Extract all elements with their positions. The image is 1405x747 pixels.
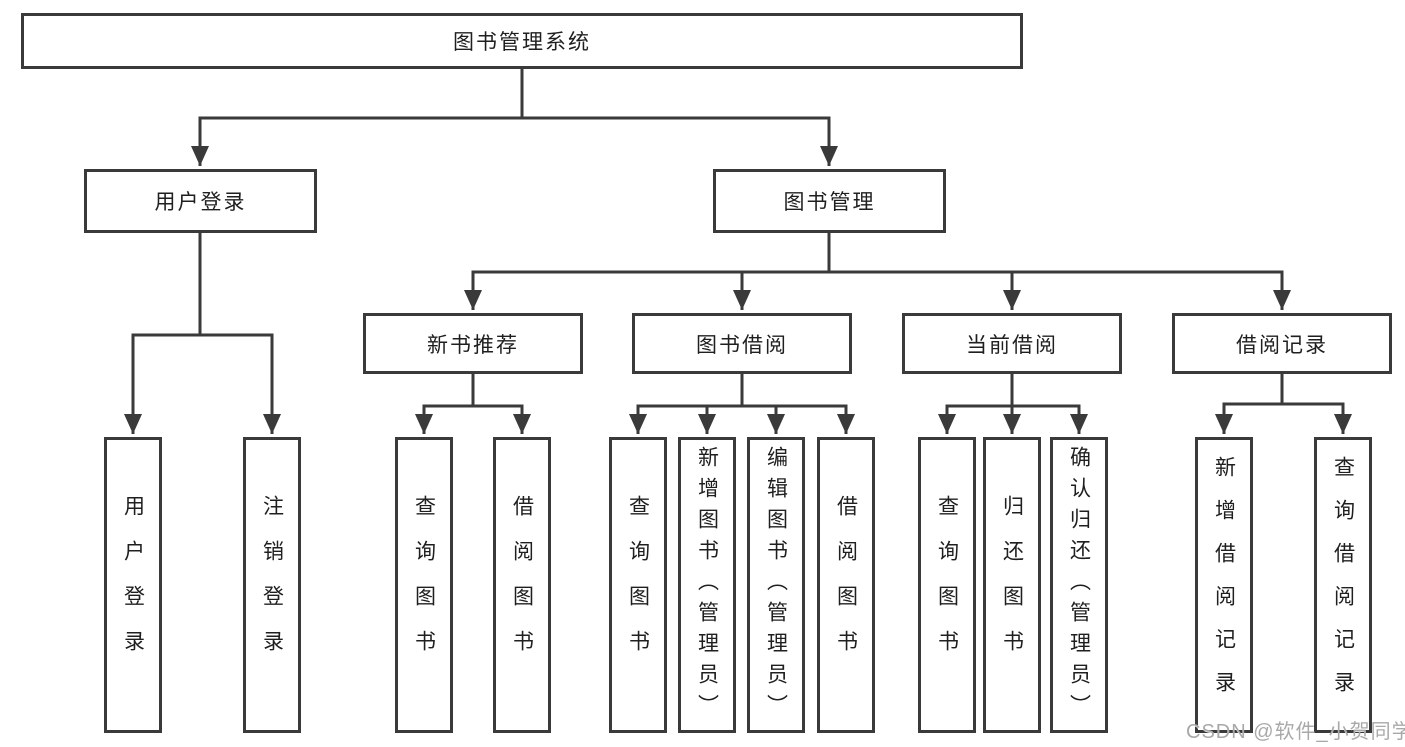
node-leaf-br-add-record: 新增借阅记录 (1195, 437, 1253, 733)
node-leaf-nbr-query-books-label: 查询图书 (412, 495, 436, 675)
node-leaf-cb-query-books: 查询图书 (918, 437, 976, 733)
node-leaf-logout: 注销登录 (243, 437, 301, 733)
node-leaf-bb-query-books: 查询图书 (609, 437, 667, 733)
node-leaf-nbr-borrow-books: 借阅图书 (493, 437, 551, 733)
node-leaf-bb-add-books-admin-label: 新增图书（管理员） (695, 445, 719, 725)
node-leaf-br-add-record-label: 新增借阅记录 (1212, 456, 1236, 714)
node-leaf-br-query-record-label: 查询借阅记录 (1331, 456, 1355, 714)
node-root: 图书管理系统 (21, 13, 1023, 69)
node-current-borrow: 当前借阅 (902, 313, 1122, 374)
csdn-watermark: CSDN @软件_小贺同学 (1186, 721, 1405, 743)
node-current-borrow-label: 当前借阅 (966, 333, 1058, 357)
node-leaf-bb-borrow-books-label: 借阅图书 (834, 495, 858, 675)
node-leaf-nbr-query-books: 查询图书 (395, 437, 453, 733)
node-leaf-cb-confirm-return-admin-label: 确认归还（管理员） (1067, 445, 1091, 725)
node-book-mgmt-label: 图书管理 (783, 191, 876, 214)
node-book-mgmt: 图书管理 (713, 169, 946, 233)
node-leaf-logout-label: 注销登录 (260, 495, 284, 675)
node-leaf-bb-borrow-books: 借阅图书 (817, 437, 875, 733)
node-root-label: 图书管理系统 (453, 31, 591, 54)
node-leaf-br-query-record: 查询借阅记录 (1314, 437, 1372, 733)
node-leaf-user-login: 用户登录 (104, 437, 162, 733)
node-leaf-bb-edit-books-admin: 编辑图书（管理员） (747, 437, 805, 733)
node-new-book-rec: 新书推荐 (363, 313, 583, 374)
node-leaf-bb-query-books-label: 查询图书 (626, 495, 650, 675)
node-book-borrow: 图书借阅 (632, 313, 852, 374)
node-leaf-cb-confirm-return-admin: 确认归还（管理员） (1050, 437, 1108, 733)
node-leaf-cb-query-books-label: 查询图书 (935, 495, 959, 675)
node-user-login: 用户登录 (84, 169, 317, 233)
node-borrow-records: 借阅记录 (1172, 313, 1392, 374)
node-user-login-label: 用户登录 (154, 191, 247, 214)
node-book-borrow-label: 图书借阅 (696, 333, 788, 357)
node-borrow-records-label: 借阅记录 (1236, 333, 1328, 357)
node-leaf-cb-return-books-label: 归还图书 (1000, 495, 1024, 675)
node-leaf-user-login-label: 用户登录 (121, 495, 145, 675)
node-new-book-rec-label: 新书推荐 (427, 333, 519, 357)
node-leaf-cb-return-books: 归还图书 (983, 437, 1041, 733)
node-leaf-nbr-borrow-books-label: 借阅图书 (510, 495, 534, 675)
node-leaf-bb-edit-books-admin-label: 编辑图书（管理员） (764, 445, 788, 725)
node-leaf-bb-add-books-admin: 新增图书（管理员） (678, 437, 736, 733)
